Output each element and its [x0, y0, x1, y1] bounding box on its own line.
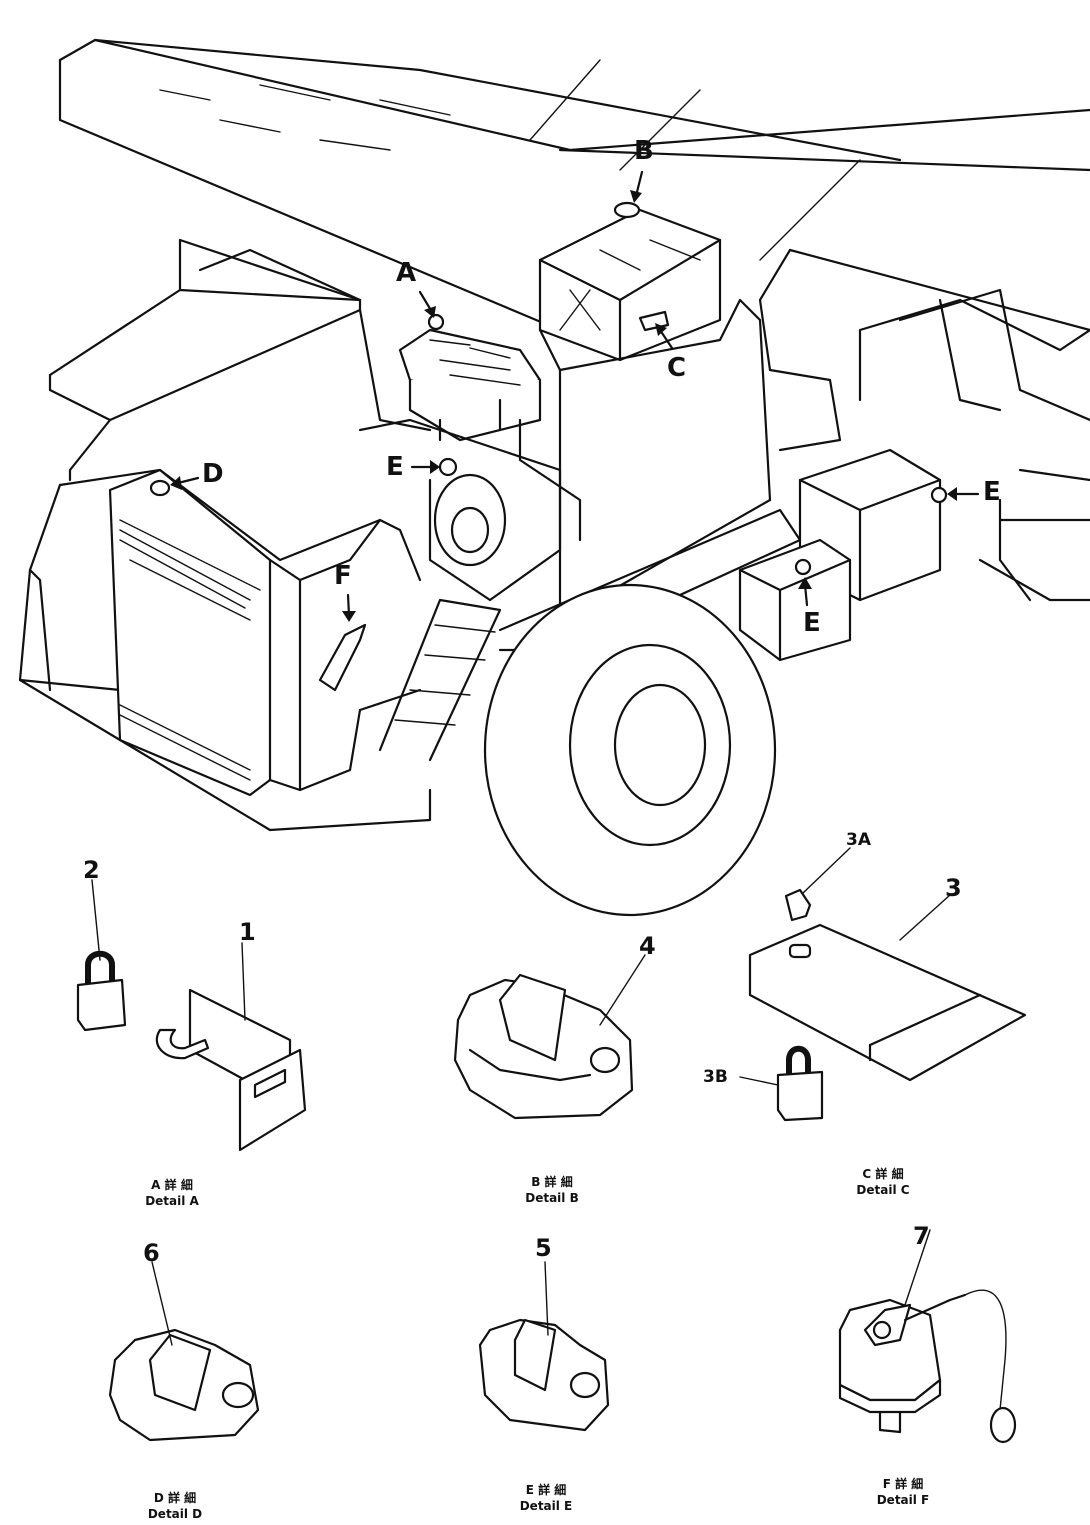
caption-detail-f-en: Detail F [876, 1493, 930, 1507]
callout-a: A [396, 258, 417, 288]
caption-detail-f-jp: F 詳 細 [882, 1477, 924, 1491]
part-number-7: 7 [913, 1222, 930, 1250]
part-number-1: 1 [239, 918, 256, 946]
callout-b: B [634, 136, 654, 166]
lock-points [149, 201, 948, 692]
callout-e-lower: E [803, 608, 821, 638]
part-7-switch [838, 1229, 1017, 1444]
callout-f: F [334, 561, 352, 591]
caption-detail-e-jp: E 詳 細 [525, 1483, 567, 1497]
part-6-radiator-cap [108, 1261, 260, 1442]
caption-detail-c-en: Detail C [856, 1183, 910, 1197]
caption-detail-d-en: Detail D [147, 1507, 203, 1521]
caption-detail-f: F 詳 細 Detail F [843, 1476, 963, 1508]
callout-e-right: E [983, 477, 1001, 507]
callout-arrows [170, 170, 980, 622]
part-number-3a: 3A [846, 830, 871, 850]
caption-detail-a-jp: A 詳 細 [151, 1178, 193, 1192]
frame-tanks-ladder [358, 208, 942, 762]
caption-detail-a-en: Detail A [145, 1194, 199, 1208]
part-number-5: 5 [535, 1234, 552, 1262]
part-number-6: 6 [143, 1239, 160, 1267]
part-5-tank-cap [478, 1261, 610, 1432]
part-1-plate-bracket [155, 942, 307, 1152]
part-3-cover-plate [739, 847, 1027, 1122]
caption-detail-c: C 詳 細 Detail C [823, 1166, 943, 1198]
front-tire [483, 498, 1032, 917]
callout-c: C [667, 353, 687, 383]
part-4-tank-cap [453, 954, 646, 1120]
caption-detail-d: D 詳 細 Detail D [115, 1490, 235, 1522]
part-number-4: 4 [639, 932, 656, 960]
part-number-3: 3 [945, 874, 962, 902]
callout-e-center: E [386, 452, 404, 482]
caption-detail-e: E 詳 細 Detail E [486, 1482, 606, 1514]
caption-detail-c-jp: C 詳 細 [862, 1167, 904, 1181]
part-number-3b: 3B [703, 1067, 728, 1087]
caption-detail-b: B 詳 細 Detail B [492, 1174, 612, 1206]
caption-detail-e-en: Detail E [519, 1499, 573, 1513]
part-2-padlock [76, 879, 127, 1032]
caption-detail-b-en: Detail B [525, 1191, 579, 1205]
cab-and-hood [18, 238, 432, 832]
callout-d: D [202, 459, 224, 489]
dump-body [58, 38, 1090, 602]
caption-detail-b-jp: B 詳 細 [531, 1175, 573, 1189]
caption-detail-d-jp: D 詳 細 [153, 1491, 197, 1505]
caption-detail-a: A 詳 細 Detail A [112, 1177, 232, 1209]
part-number-2: 2 [83, 856, 100, 884]
